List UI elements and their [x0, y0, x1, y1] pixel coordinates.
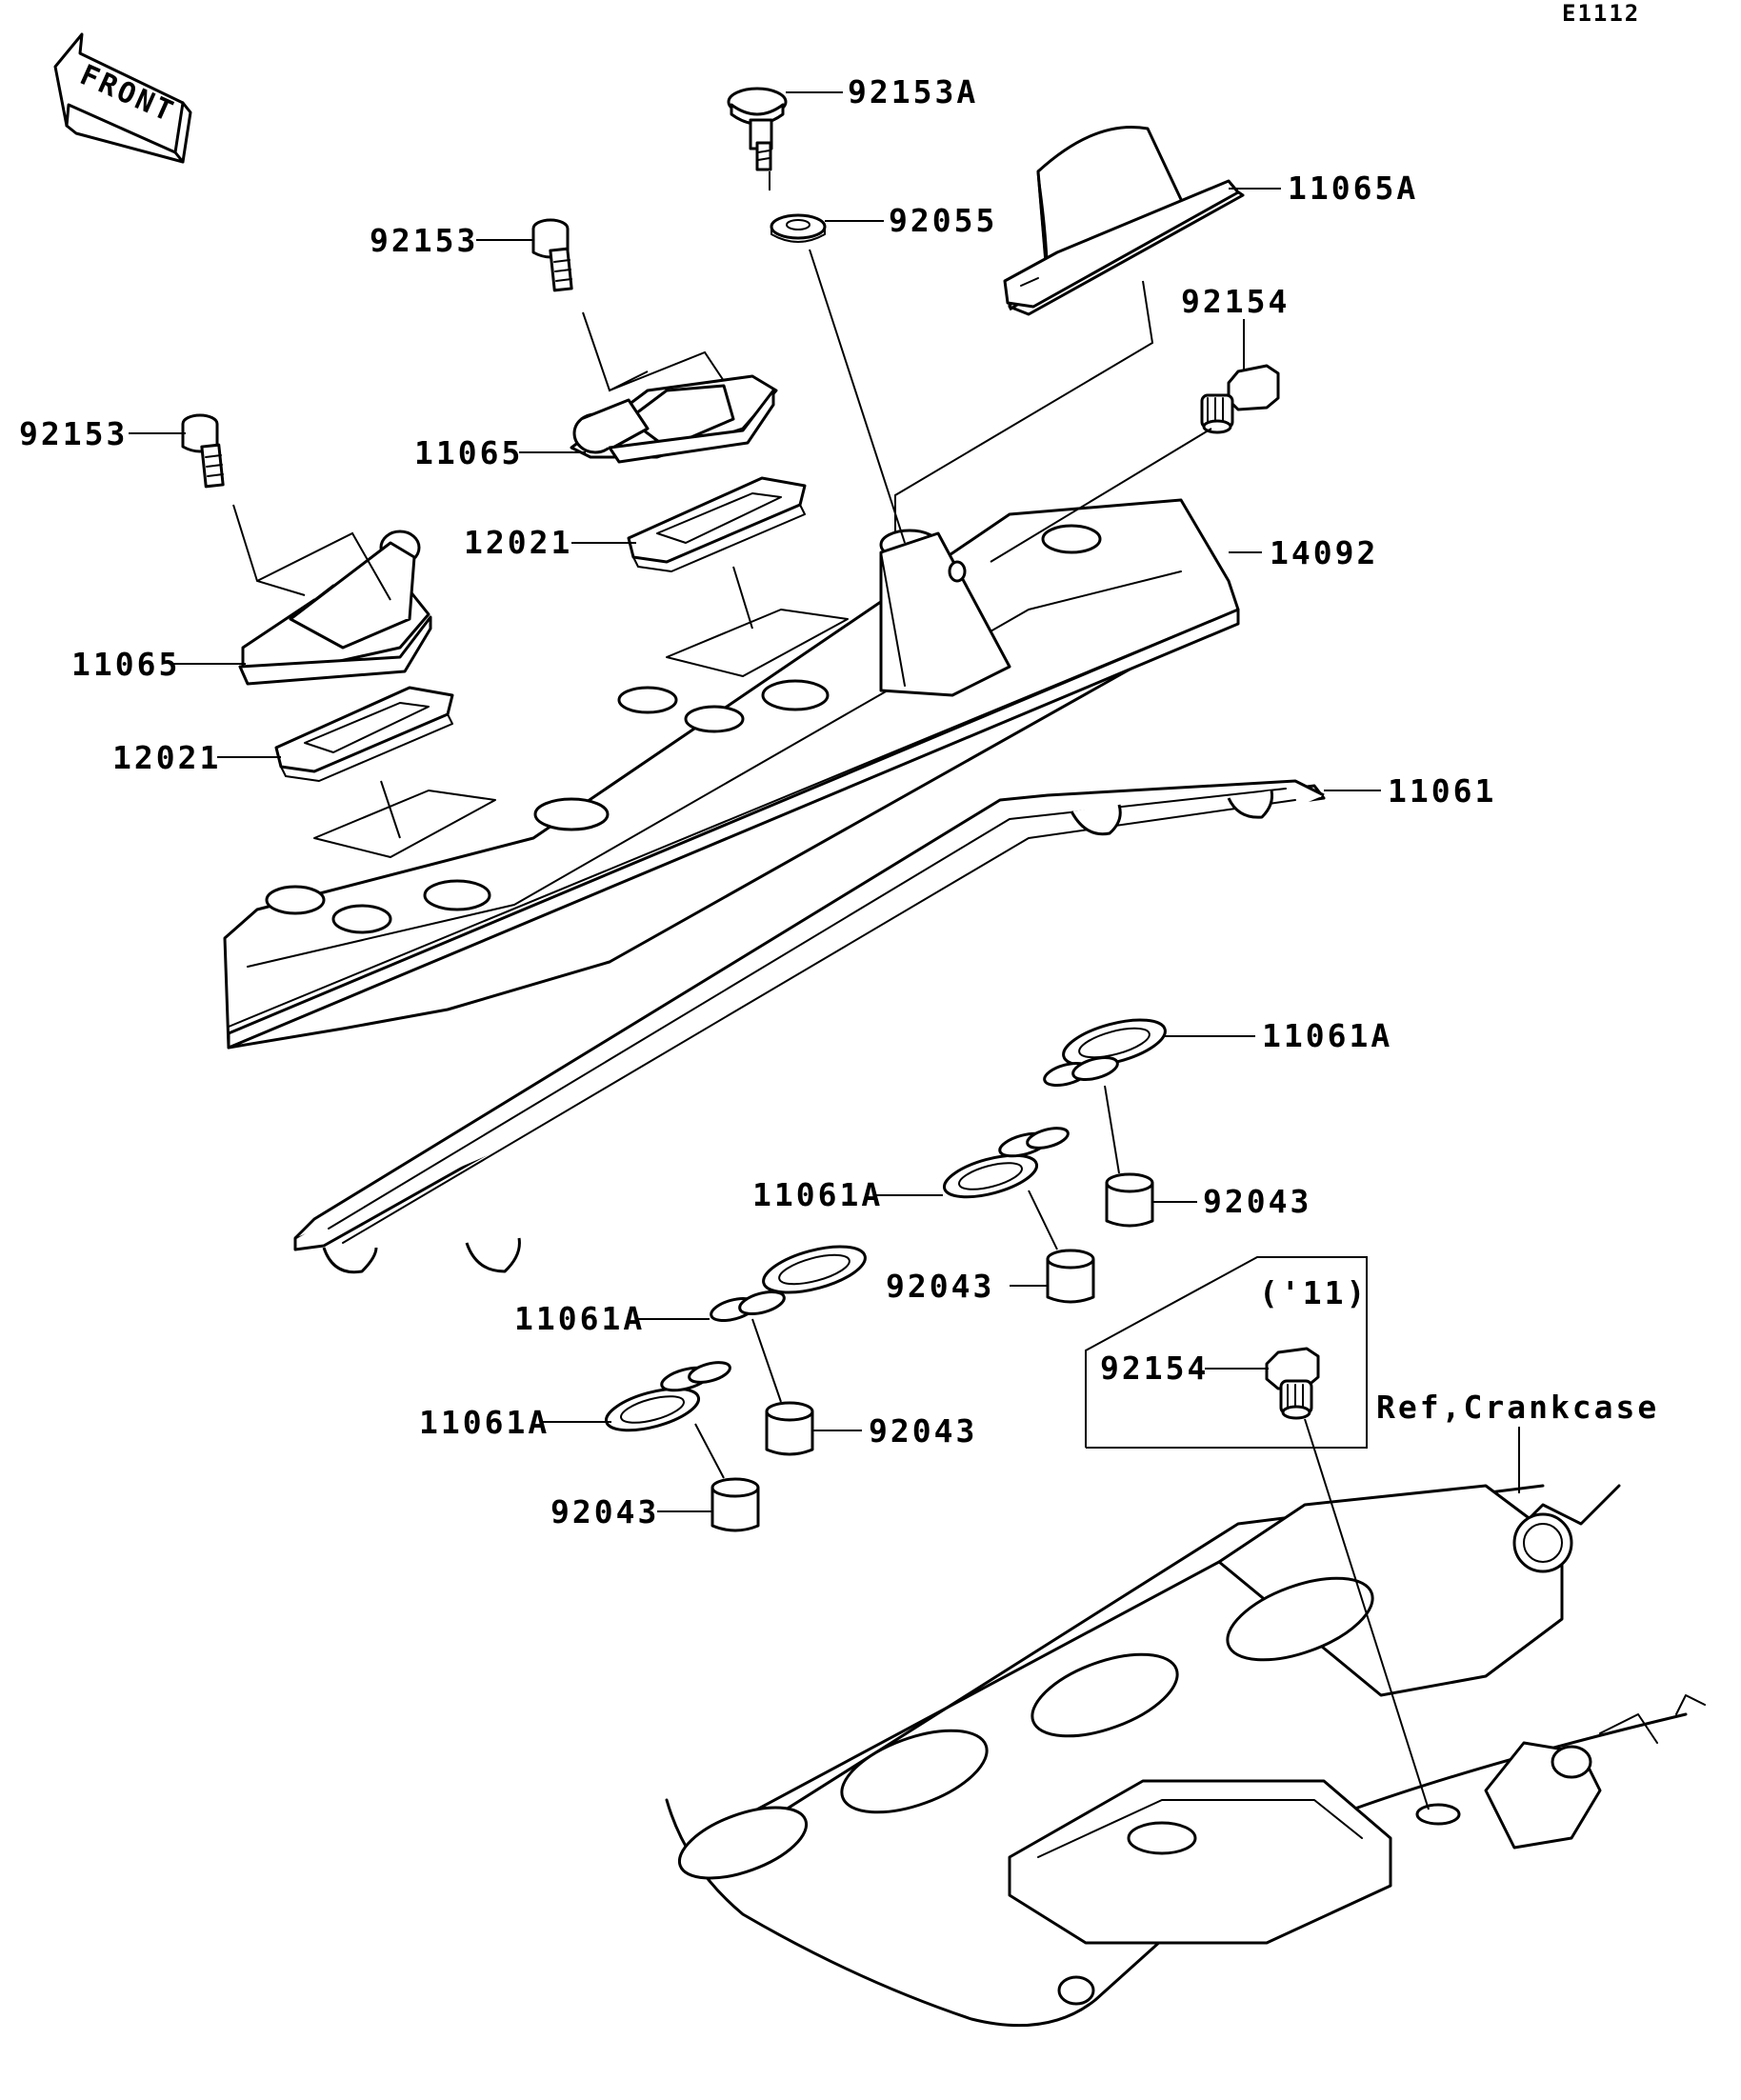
assembly-lines	[232, 171, 1430, 1810]
crankcase-reference-label: Ref,Crankcase	[1376, 1389, 1659, 1426]
part-label: 11065	[414, 434, 523, 471]
dowel-92043-3	[765, 1401, 814, 1456]
gasket-12021-upper	[627, 476, 807, 572]
gasket-12021-left	[274, 686, 454, 782]
year-variant-box	[1085, 1256, 1368, 1449]
bolt-92153-upper	[531, 218, 573, 292]
part-label: 14092	[1270, 534, 1378, 571]
ring-11061a-4	[604, 1361, 731, 1432]
head-cover-14092	[223, 498, 1240, 1050]
diagram-code: E1112	[1562, 0, 1640, 27]
year-note: ('11)	[1259, 1274, 1368, 1311]
screw-92153a	[727, 87, 788, 171]
part-label: 12021	[464, 524, 572, 561]
washer-92055	[770, 213, 827, 243]
bolt-92153-left	[181, 413, 225, 489]
ring-11061a-2	[942, 1127, 1070, 1199]
cover-11065a	[1003, 125, 1245, 316]
part-label: 92154	[1100, 1350, 1209, 1387]
part-label: 92043	[869, 1412, 977, 1450]
part-label: 92043	[886, 1268, 994, 1305]
dowel-92043-4	[710, 1477, 760, 1532]
part-label: 11061	[1388, 772, 1496, 810]
part-label: 92153	[19, 415, 128, 452]
part-label: 92154	[1181, 283, 1290, 320]
breather-11065-upper	[570, 374, 778, 464]
part-label: 92153	[370, 222, 478, 259]
part-label: 11061A	[514, 1300, 645, 1337]
dowel-92043-1	[1105, 1172, 1154, 1228]
leader-lines	[129, 91, 1520, 1512]
part-labels: 92153A 92055 11065A 92153 92154 92153 11…	[19, 73, 1659, 1530]
part-label: 92153A	[848, 73, 978, 110]
front-arrow-icon: FRONT	[53, 32, 192, 164]
part-label: 11061A	[1262, 1017, 1392, 1054]
part-label: 11061A	[752, 1176, 883, 1213]
part-label: 11065A	[1288, 170, 1418, 207]
part-label: 92055	[889, 202, 997, 239]
part-label: 11061A	[419, 1404, 550, 1441]
ring-11061a-1	[1043, 1018, 1167, 1087]
breather-11065-left	[238, 530, 432, 686]
crankcase-reference	[665, 1484, 1706, 2028]
part-label: 92043	[1203, 1183, 1311, 1220]
dowel-92043-2	[1046, 1249, 1095, 1304]
part-label: 12021	[112, 739, 221, 776]
cover-gasket-11061	[293, 779, 1326, 1274]
plug-92154-upper	[1200, 364, 1280, 434]
part-label: 92043	[550, 1493, 659, 1530]
part-label: 11065	[71, 646, 180, 683]
ring-11061a-3	[710, 1245, 867, 1322]
